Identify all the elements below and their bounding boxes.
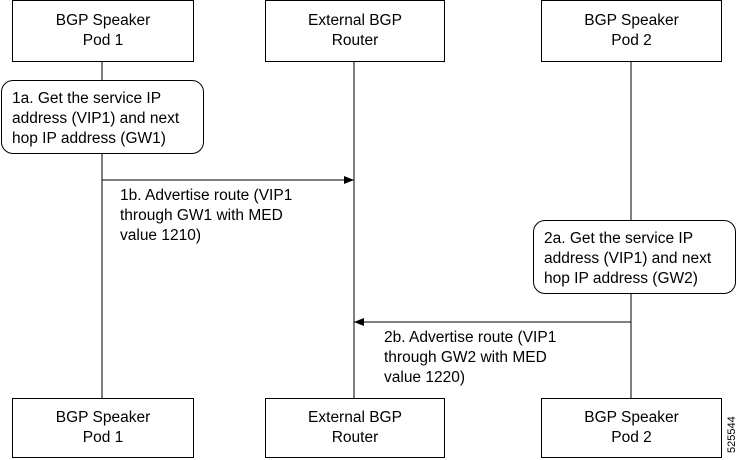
message-line: 2b. Advertise route (VIP1: [384, 329, 557, 346]
message-line: through GW1 with MED: [120, 207, 283, 224]
note-1a: 1a. Get the service IP address (VIP1) an…: [1, 80, 204, 154]
participant-label: Router: [331, 429, 379, 446]
participant-label: External BGP: [308, 409, 402, 426]
message-2b: 2b. Advertise route (VIP1 through GW2 wi…: [384, 328, 556, 388]
note-line: hop IP address (GW1): [12, 130, 166, 147]
participant-pod1-top: BGP Speaker Pod 1: [12, 0, 194, 62]
participant-label: Pod 1: [82, 429, 124, 446]
figure-id: 525544: [726, 416, 738, 453]
participant-label: Router: [331, 32, 379, 49]
note-line: hop IP address (GW2): [544, 270, 698, 287]
note-line: 2a. Get the service IP: [544, 230, 694, 247]
note-2a: 2a. Get the service IP address (VIP1) an…: [533, 220, 736, 294]
note-line: 1a. Get the service IP: [12, 90, 162, 107]
participant-label: Pod 1: [82, 32, 124, 49]
participant-label: BGP Speaker: [584, 12, 679, 29]
participant-label: BGP Speaker: [584, 409, 679, 426]
message-line: through GW2 with MED: [384, 349, 547, 366]
participant-pod2-bottom: BGP Speaker Pod 2: [541, 398, 722, 458]
participant-label: BGP Speaker: [55, 409, 151, 426]
message-1b: 1b. Advertise route (VIP1 through GW1 wi…: [120, 186, 292, 246]
participant-router-bottom: External BGP Router: [265, 398, 445, 458]
participant-pod1-bottom: BGP Speaker Pod 1: [12, 398, 194, 458]
participant-label: Pod 2: [611, 32, 652, 49]
message-line: value 1210): [120, 227, 202, 244]
note-line: address (VIP1) and next: [544, 250, 712, 267]
participant-label: Pod 2: [611, 429, 652, 446]
participant-label: External BGP: [308, 12, 402, 29]
note-line: address (VIP1) and next: [12, 110, 180, 127]
participant-label: BGP Speaker: [55, 12, 151, 29]
participant-pod2-top: BGP Speaker Pod 2: [541, 0, 722, 62]
message-line: 1b. Advertise route (VIP1: [120, 187, 293, 204]
message-line: value 1220): [384, 369, 466, 386]
participant-router-top: External BGP Router: [265, 0, 445, 62]
